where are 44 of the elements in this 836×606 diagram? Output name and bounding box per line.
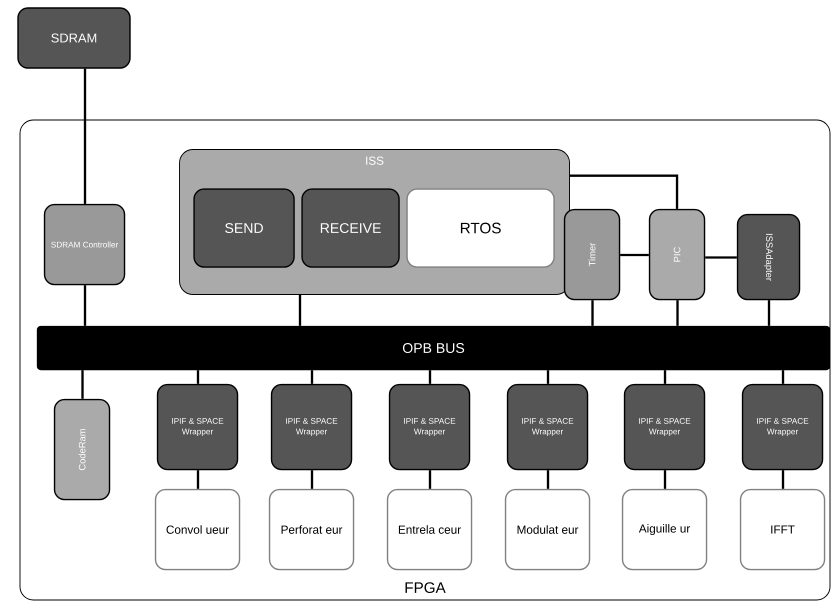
connector-line [546, 370, 550, 384]
wrapper-box: IPIF & SPACE Wrapper [270, 384, 352, 470]
connector-line [546, 470, 550, 489]
connector-line [664, 370, 666, 384]
module-box: IFFT [740, 488, 826, 570]
connector-line [81, 370, 84, 399]
task-box: RECEIVE [301, 188, 400, 268]
connector-line [620, 254, 649, 256]
peripheral-box: Timer [564, 208, 620, 300]
connector-line [782, 370, 784, 384]
connector-line [676, 300, 679, 326]
connector-line [782, 470, 784, 489]
bus-bar: OPB BUS [36, 326, 830, 370]
connector-line [591, 300, 594, 326]
connector-line [84, 285, 86, 326]
wrapper-box: IPIF & SPACE Wrapper [624, 384, 706, 470]
connector-line [428, 370, 432, 384]
connector-line [664, 470, 666, 489]
connector-line [196, 370, 200, 384]
module-box: Entrela ceur [386, 488, 472, 570]
connector-line [310, 370, 314, 384]
connector-line [196, 470, 200, 489]
task-box: RTOS [406, 188, 555, 268]
connector-line [768, 300, 770, 326]
connector-line [310, 470, 314, 489]
wrapper-box: IPIF & SPACE Wrapper [388, 384, 470, 470]
wrapper-box: IPIF & SPACE Wrapper [506, 384, 588, 470]
memory-box: SDRAM [17, 7, 131, 69]
connector-line [428, 470, 432, 489]
wrapper-box: IPIF & SPACE Wrapper [156, 384, 238, 470]
adapter-box: ISSAdapter [736, 214, 800, 300]
memory-box: CodeRam [54, 398, 110, 500]
connector-line [84, 68, 86, 204]
wrapper-box: IPIF & SPACE Wrapper [742, 384, 824, 470]
peripheral-box: PIC [648, 208, 706, 300]
module-box: Modulat eur [504, 488, 590, 570]
controller-box: SDRAM Controller [44, 204, 126, 286]
connector-line [705, 256, 737, 259]
module-box: Convol ueur [154, 488, 240, 570]
connector-line [570, 174, 678, 209]
task-box: SEND [193, 188, 295, 268]
module-box: Perforat eur [268, 488, 354, 570]
module-box: Aiguille ur [622, 488, 708, 570]
connector-line [298, 295, 302, 326]
